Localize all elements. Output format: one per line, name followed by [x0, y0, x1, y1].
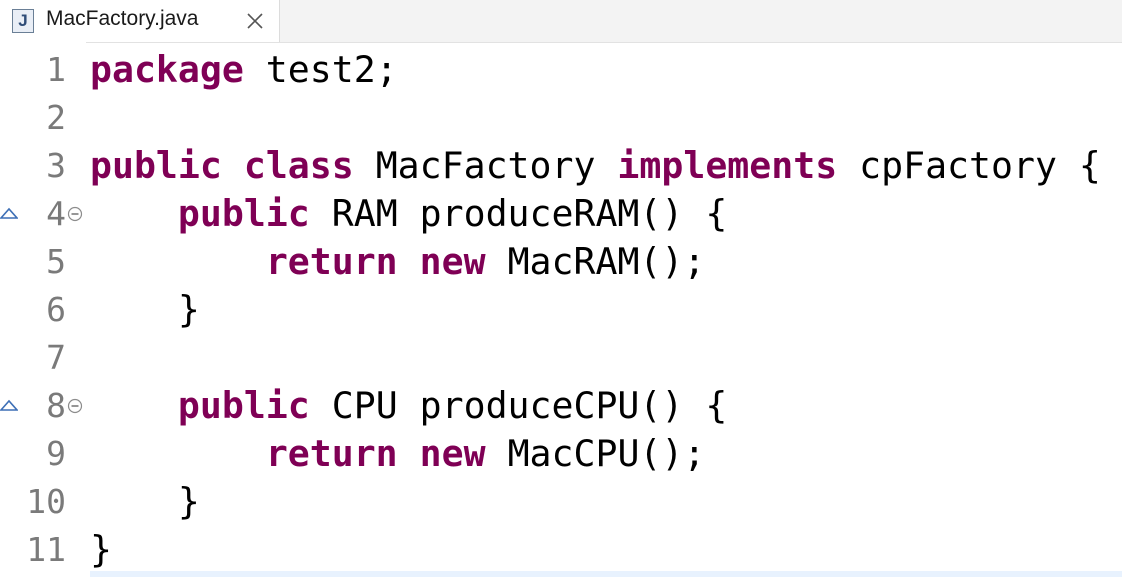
code-token: } — [90, 480, 200, 523]
code-keyword: public — [177, 192, 310, 235]
line-number: 6 — [46, 290, 66, 329]
code-line: public RAM produceRAM() { — [90, 190, 1122, 238]
code-line: package test2; — [90, 46, 1122, 94]
line-number: 10 — [26, 482, 66, 521]
line-number-ruler: 1 2 3 4 5 6 7 8 9 10 11 — [0, 46, 66, 574]
code-line — [90, 94, 1122, 142]
code-keyword: return — [265, 240, 398, 283]
code-token: MacRAM(); — [485, 240, 706, 283]
code-token: test2; — [243, 48, 398, 91]
line-number: 11 — [26, 530, 66, 569]
code-token: CPU produceCPU() { — [309, 384, 728, 427]
code-token: } — [90, 528, 112, 571]
code-line: return new MacCPU(); — [90, 430, 1122, 478]
code-token — [222, 144, 244, 187]
line-number: 1 — [46, 50, 66, 89]
line-number: 3 — [46, 146, 66, 185]
code-line — [90, 334, 1122, 382]
code-token: } — [90, 288, 200, 331]
code-token — [90, 384, 178, 427]
java-file-icon: J — [12, 9, 34, 33]
tab-title: MacFactory.java — [46, 7, 199, 30]
code-text-area[interactable]: package test2; public class MacFactory i… — [90, 46, 1122, 574]
line-number: 7 — [46, 338, 66, 377]
code-token: cpFactory { — [837, 144, 1101, 187]
code-token: MacCPU(); — [485, 432, 706, 475]
collapse-fold-icon[interactable] — [67, 206, 83, 222]
collapse-fold-icon[interactable] — [67, 398, 83, 414]
editor-tab-bar: J MacFactory.java — [0, 0, 1122, 43]
editor-gutter — [0, 42, 86, 577]
code-token — [90, 192, 178, 235]
code-token: RAM produceRAM() { — [309, 192, 728, 235]
code-line: public class MacFactory implements cpFac… — [90, 142, 1122, 190]
code-token — [90, 240, 266, 283]
code-keyword: public — [177, 384, 310, 427]
code-keyword: package — [90, 48, 244, 91]
code-line: } — [90, 286, 1122, 334]
code-keyword: new — [419, 432, 486, 475]
code-line: return new MacRAM(); — [90, 238, 1122, 286]
code-line: public CPU produceCPU() { — [90, 382, 1122, 430]
close-icon[interactable] — [245, 11, 265, 31]
line-number: 8 — [46, 386, 66, 425]
code-token — [90, 432, 266, 475]
override-triangle-icon[interactable] — [0, 399, 18, 411]
current-line-highlight — [90, 571, 1122, 577]
line-number: 2 — [46, 98, 66, 137]
code-token: MacFactory — [353, 144, 618, 187]
code-token — [398, 432, 420, 475]
code-line: } — [90, 526, 1122, 574]
code-line: } — [90, 478, 1122, 526]
code-keyword: new — [419, 240, 486, 283]
code-keyword: class — [243, 144, 354, 187]
code-token — [398, 240, 420, 283]
editor-tab-macfactory[interactable]: J MacFactory.java — [0, 0, 280, 42]
line-number: 9 — [46, 434, 66, 473]
code-keyword: implements — [617, 144, 838, 187]
line-number: 4 — [46, 194, 66, 233]
line-number: 5 — [46, 242, 66, 281]
code-keyword: public — [90, 144, 222, 187]
code-keyword: return — [265, 432, 398, 475]
override-triangle-icon[interactable] — [0, 207, 18, 219]
